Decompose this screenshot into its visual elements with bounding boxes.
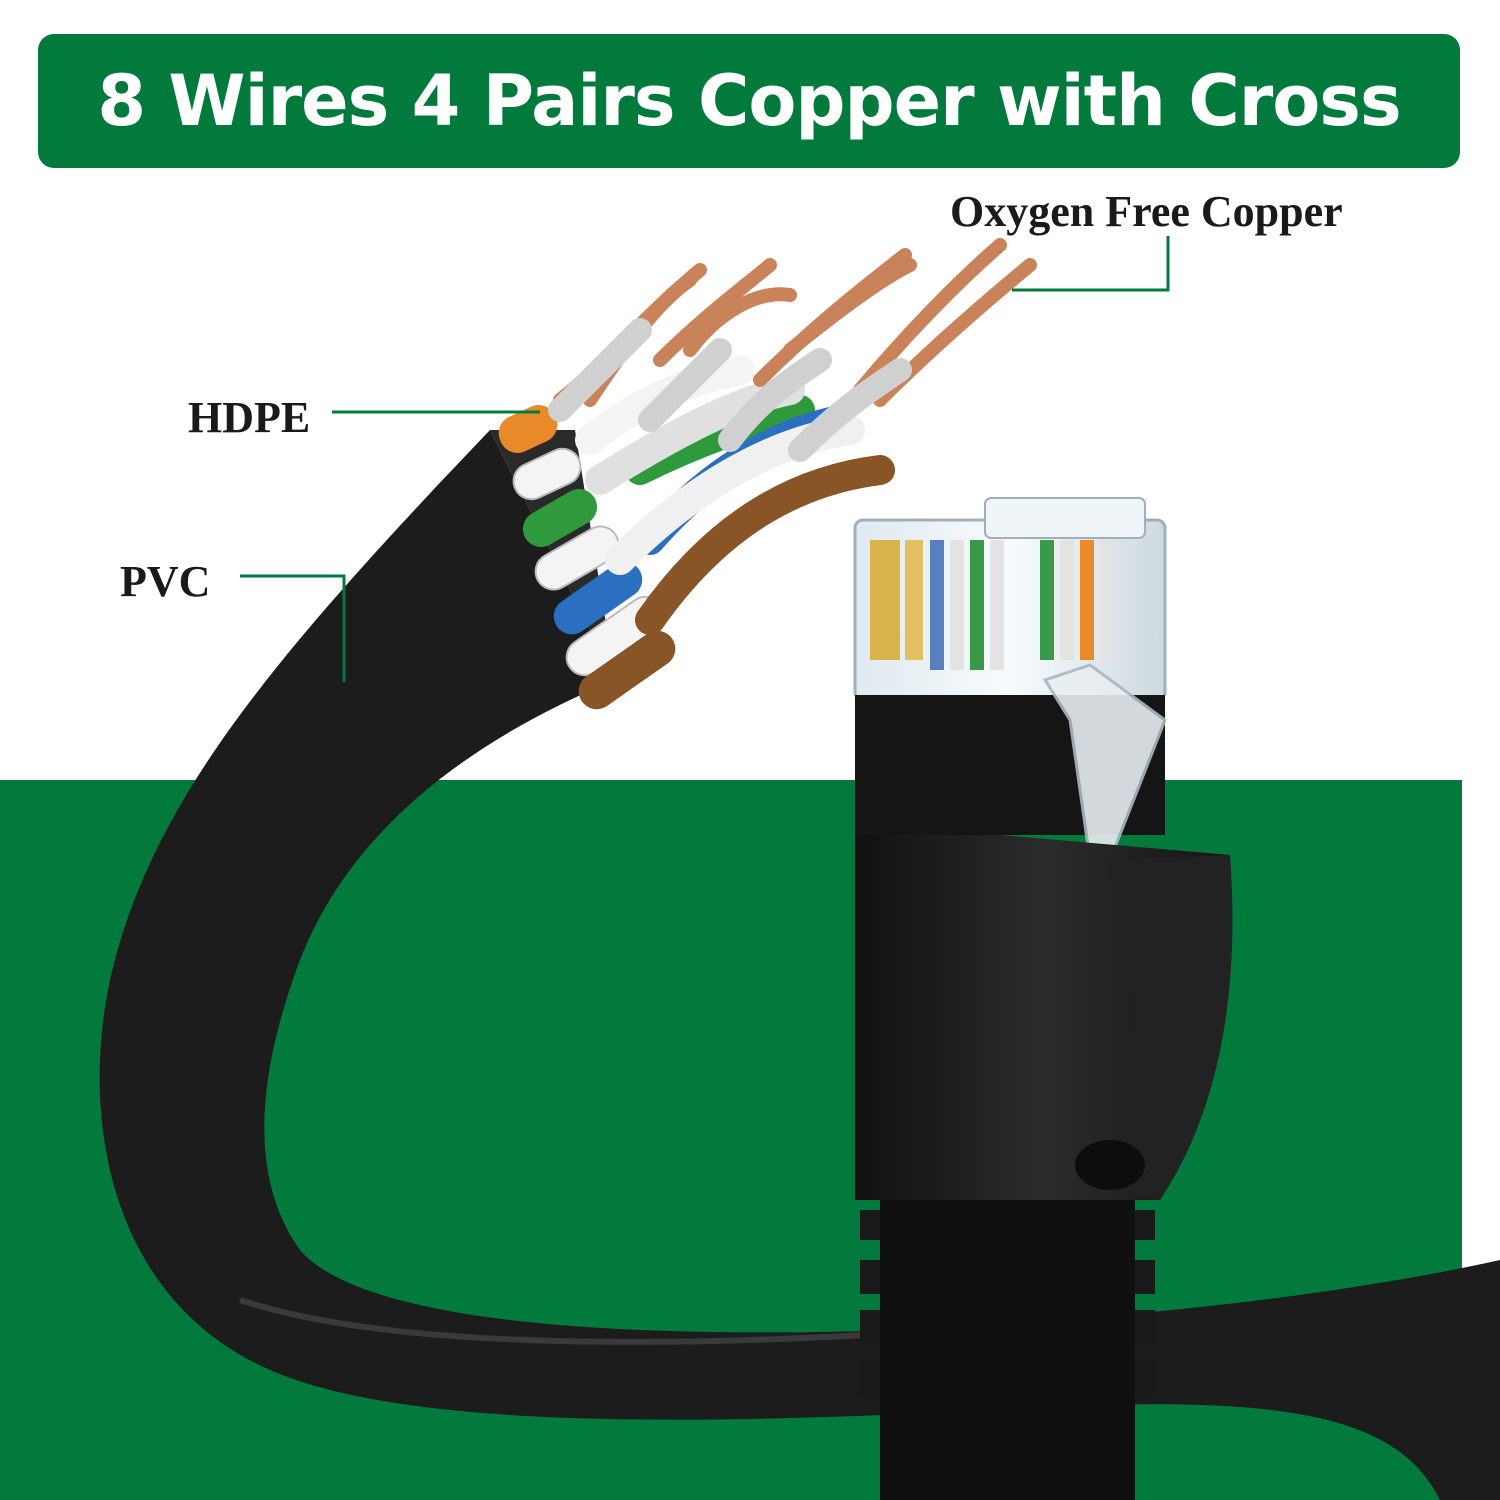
callout-leader-lines: [240, 236, 1170, 682]
rj45-connector-icon: [853, 497, 1233, 1500]
title-banner: 8 Wires 4 Pairs Copper with Cross: [38, 34, 1460, 168]
banner-title: 8 Wires 4 Pairs Copper with Cross: [97, 60, 1401, 142]
callout-pvc: PVC: [120, 557, 211, 606]
insulated-wires-icon: [548, 318, 912, 462]
callout-oxygen-free-copper: Oxygen Free Copper: [950, 187, 1343, 236]
callout-hdpe: HDPE: [188, 393, 311, 442]
